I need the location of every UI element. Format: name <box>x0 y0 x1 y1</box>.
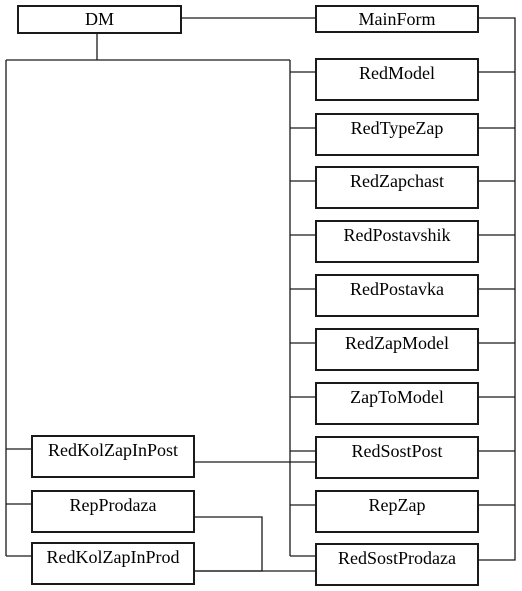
module-repprodaza: RepProdaza <box>31 490 195 533</box>
module-redzapchast: RedZapchast <box>315 166 479 209</box>
module-redsostpost: RedSostPost <box>315 436 479 479</box>
module-mainform: MainForm <box>315 5 479 33</box>
module-redsostprodaza: RedSostProdaza <box>315 543 479 586</box>
module-repzap: RepZap <box>315 490 479 533</box>
connector-repprodaza-redkolzapinprod <box>194 516 263 572</box>
module-redzapmodel: RedZapModel <box>315 328 479 371</box>
module-redpostavka: RedPostavka <box>315 274 479 317</box>
module-redmodel: RedModel <box>315 58 479 101</box>
module-dm: DM <box>17 5 182 34</box>
module-redtypezap: RedTypeZap <box>315 113 479 156</box>
module-redkolzapinprod: RedKolZapInProd <box>31 542 195 585</box>
module-redpostavshik: RedPostavshik <box>315 220 479 263</box>
module-zaptomodel: ZapToModel <box>315 382 479 425</box>
module-redkolzapinpost: RedKolZapInPost <box>31 435 195 478</box>
